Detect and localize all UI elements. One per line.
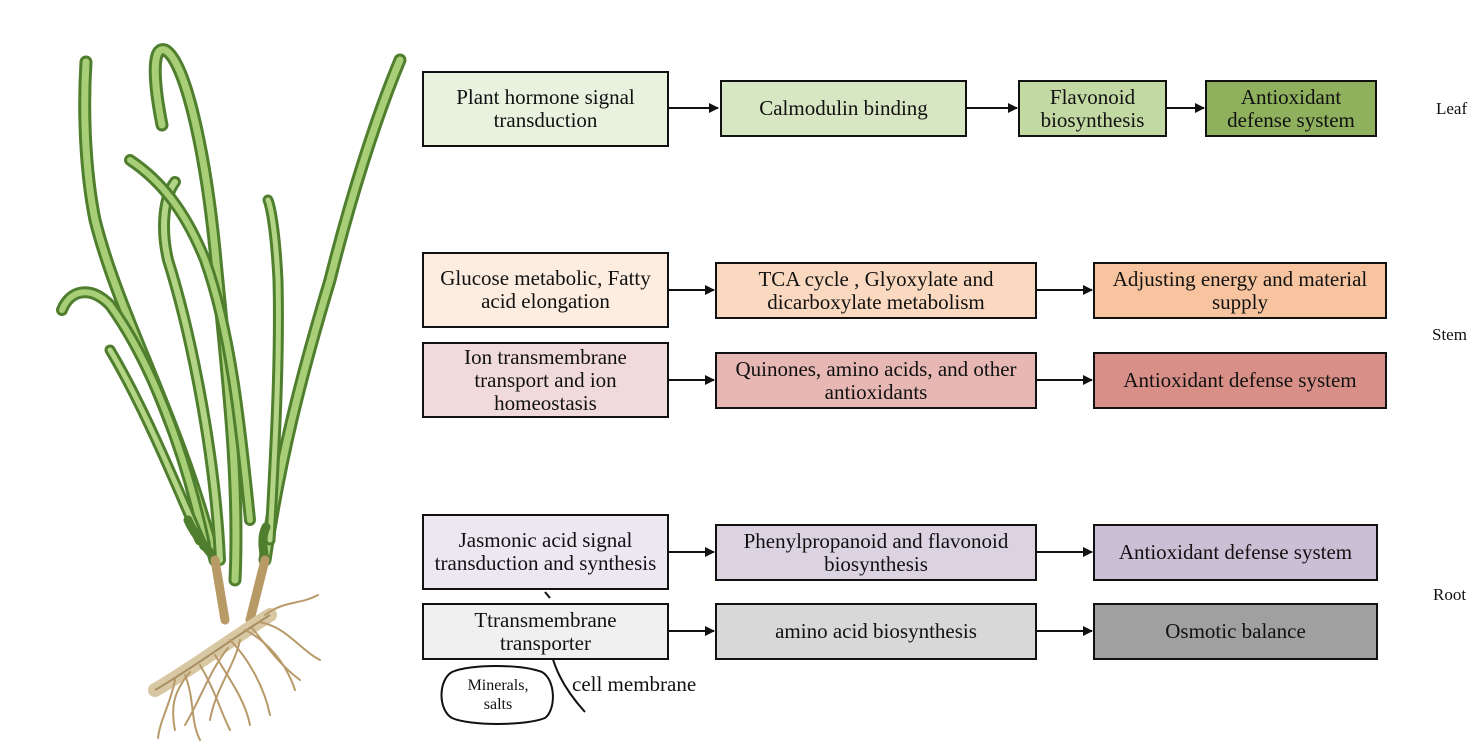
root-box-antioxidant: Antioxidant defense system — [1093, 524, 1378, 581]
cell-membrane-label: cell membrane — [572, 672, 697, 696]
leaf-box-antioxidant: Antioxidant defense system — [1205, 80, 1377, 137]
root-box-amino-acid: amino acid biosynthesis — [715, 603, 1037, 660]
root-box-phenylpropanoid: Phenylpropanoid and flavonoid biosynthes… — [715, 524, 1037, 581]
leaf-box-calmodulin: Calmodulin binding — [720, 80, 967, 137]
stem-box-ion: Ion transmembrane transport and ion home… — [422, 342, 669, 418]
side-label-root: Root — [1433, 585, 1467, 604]
side-label-stem: Stem — [1432, 325, 1467, 344]
stem-box-antioxidant: Antioxidant defense system — [1093, 352, 1387, 409]
root-box-jasmonic: Jasmonic acid signal transduction and sy… — [422, 514, 669, 590]
leaf-box-hormone-signal: Plant hormone signal transduction — [422, 71, 669, 147]
minerals-bubble — [440, 665, 554, 725]
stem-box-tca: TCA cycle , Glyoxylate and dicarboxylate… — [715, 262, 1037, 319]
side-label-leaf: Leaf — [1436, 99, 1468, 118]
seagrass-illustration — [56, 43, 407, 741]
stem-box-glucose: Glucose metabolic, Fatty acid elongation — [422, 252, 669, 328]
root-box-osmotic: Osmotic balance — [1093, 603, 1378, 660]
connector-tick — [544, 591, 551, 599]
minerals-salts-label: Minerals, salts — [467, 677, 529, 713]
leaf-box-flavonoid: Flavonoid biosynthesis — [1018, 80, 1167, 137]
root-box-transporter: Ttransmembrane transporter — [422, 603, 669, 660]
stem-box-energy: Adjusting energy and material supply — [1093, 262, 1387, 319]
stem-box-quinones: Quinones, amino acids, and other antioxi… — [715, 352, 1037, 409]
